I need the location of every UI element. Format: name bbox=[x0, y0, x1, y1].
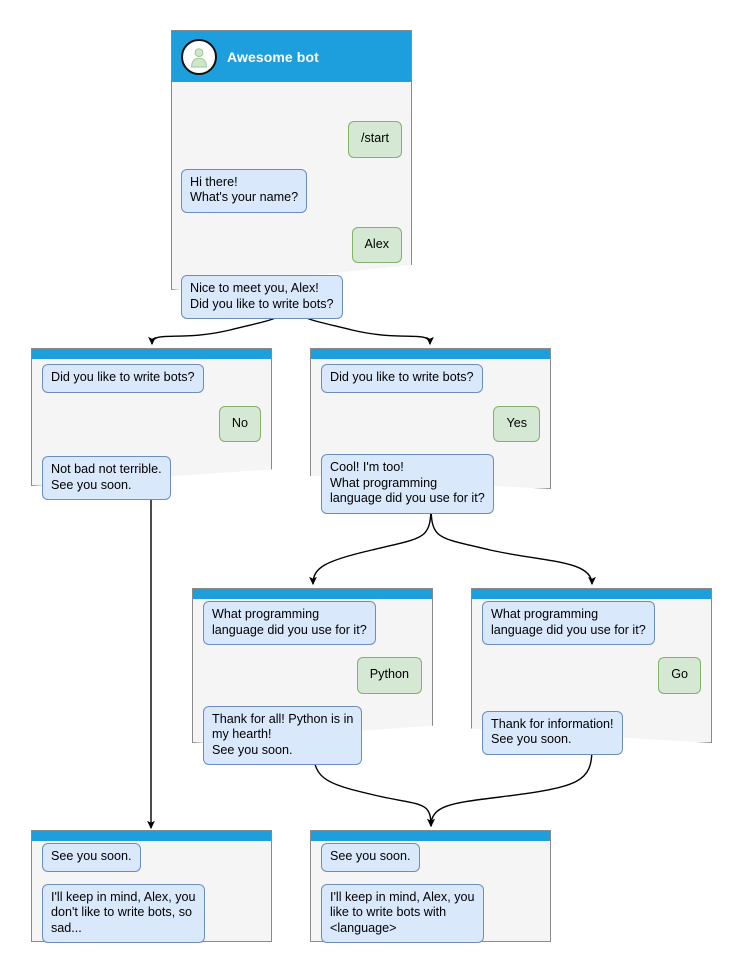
message-row: Thank for all! Python is in my hearth! S… bbox=[203, 705, 422, 765]
chat-node-end-happy[interactable]: See you soon. I'll keep in mind, Alex, y… bbox=[310, 830, 551, 943]
chat-node-end-sad[interactable]: See you soon. I'll keep in mind, Alex, y… bbox=[31, 830, 272, 943]
message-row: No bbox=[42, 405, 261, 442]
chat-transcript: Did you like to write bots? No Not bad n… bbox=[31, 348, 272, 500]
bot-message-bubble[interactable]: Did you like to write bots? bbox=[321, 364, 483, 393]
user-message-bubble[interactable]: Go bbox=[658, 657, 701, 694]
chat-transcript: What programming language did you use fo… bbox=[471, 588, 712, 755]
chat-transcript: /start Hi there! What's your name? Alex … bbox=[171, 30, 412, 319]
message-row: Go bbox=[482, 657, 701, 694]
message-list: Did you like to write bots? No Not bad n… bbox=[42, 360, 261, 500]
node-header-bar bbox=[310, 830, 551, 841]
message-list: What programming language did you use fo… bbox=[482, 600, 701, 755]
bot-message-bubble[interactable]: Not bad not terrible. See you soon. bbox=[42, 456, 171, 500]
node-header-bar bbox=[31, 830, 272, 841]
message-list: What programming language did you use fo… bbox=[203, 600, 422, 765]
message-row: Nice to meet you, Alex! Did you like to … bbox=[181, 275, 402, 319]
chat-transcript: Did you like to write bots? Yes Cool! I'… bbox=[310, 348, 551, 514]
node-header-bar bbox=[31, 348, 272, 359]
bot-message-bubble[interactable]: Did you like to write bots? bbox=[42, 364, 204, 393]
edge-yes-to-go bbox=[430, 502, 596, 586]
chat-node-yes[interactable]: Did you like to write bots? Yes Cool! I'… bbox=[310, 348, 551, 514]
message-row: Alex bbox=[181, 226, 402, 263]
message-row: See you soon. bbox=[321, 843, 540, 872]
user-message-bubble[interactable]: Alex bbox=[351, 226, 402, 263]
message-row: Yes bbox=[321, 405, 540, 442]
chat-transcript: See you soon. I'll keep in mind, Alex, y… bbox=[310, 830, 551, 943]
user-message-bubble[interactable]: Yes bbox=[493, 405, 540, 442]
bot-header-bar: Awesome bot bbox=[171, 30, 412, 82]
message-row: I'll keep in mind, Alex, you don't like … bbox=[42, 883, 261, 943]
edge-yes-to-python bbox=[309, 502, 432, 586]
message-row: Hi there! What's your name? bbox=[181, 168, 402, 213]
user-message-bubble[interactable]: No bbox=[218, 405, 261, 442]
bot-name-label: Awesome bot bbox=[227, 48, 319, 65]
edge-python-to-end-happy bbox=[312, 744, 435, 828]
message-row: What programming language did you use fo… bbox=[203, 601, 422, 645]
bot-message-bubble[interactable]: See you soon. bbox=[42, 843, 141, 872]
user-message-bubble[interactable]: /start bbox=[348, 121, 402, 158]
bot-message-bubble[interactable]: What programming language did you use fo… bbox=[482, 601, 655, 645]
chat-node-root[interactable]: Awesome bot /start Hi there! What's your… bbox=[171, 30, 412, 319]
bot-message-bubble[interactable]: Cool! I'm too! What programming language… bbox=[321, 454, 494, 514]
message-row: Not bad not terrible. See you soon. bbox=[42, 456, 261, 500]
message-list: See you soon. I'll keep in mind, Alex, y… bbox=[42, 842, 261, 943]
message-row: Cool! I'm too! What programming language… bbox=[321, 454, 540, 514]
message-row: Python bbox=[203, 657, 422, 694]
chat-node-no[interactable]: Did you like to write bots? No Not bad n… bbox=[31, 348, 272, 500]
message-list: See you soon. I'll keep in mind, Alex, y… bbox=[321, 842, 540, 943]
chat-node-python[interactable]: What programming language did you use fo… bbox=[192, 588, 433, 765]
bot-message-bubble[interactable]: I'll keep in mind, Alex, you don't like … bbox=[42, 883, 205, 943]
message-row: See you soon. bbox=[42, 843, 261, 872]
bot-message-bubble[interactable]: I'll keep in mind, Alex, you like to wri… bbox=[321, 883, 484, 943]
message-row: /start bbox=[181, 121, 402, 158]
bot-message-bubble[interactable]: See you soon. bbox=[321, 843, 420, 872]
bot-message-bubble[interactable]: Thank for all! Python is in my hearth! S… bbox=[203, 705, 363, 765]
message-list: Did you like to write bots? Yes Cool! I'… bbox=[321, 360, 540, 514]
chat-transcript: See you soon. I'll keep in mind, Alex, y… bbox=[31, 830, 272, 943]
message-row: Did you like to write bots? bbox=[321, 364, 540, 393]
user-message-bubble[interactable]: Python bbox=[356, 657, 422, 694]
node-header-bar bbox=[471, 588, 712, 599]
bot-message-bubble[interactable]: Nice to meet you, Alex! Did you like to … bbox=[181, 275, 343, 319]
chat-node-go[interactable]: What programming language did you use fo… bbox=[471, 588, 712, 755]
node-header-bar bbox=[192, 588, 433, 599]
bot-message-bubble[interactable]: Thank for information! See you soon. bbox=[482, 710, 623, 755]
message-row: I'll keep in mind, Alex, you like to wri… bbox=[321, 883, 540, 943]
message-list: /start Hi there! What's your name? Alex … bbox=[181, 83, 402, 319]
message-row: Did you like to write bots? bbox=[42, 364, 261, 393]
edge-go-to-end-happy bbox=[427, 747, 593, 828]
chat-transcript: What programming language did you use fo… bbox=[192, 588, 433, 765]
message-row: What programming language did you use fo… bbox=[482, 601, 701, 645]
node-header-bar bbox=[310, 348, 551, 359]
message-row: Thank for information! See you soon. bbox=[482, 710, 701, 755]
bot-message-bubble[interactable]: What programming language did you use fo… bbox=[203, 601, 376, 645]
person-avatar-icon bbox=[181, 38, 217, 75]
bot-message-bubble[interactable]: Hi there! What's your name? bbox=[181, 168, 308, 213]
